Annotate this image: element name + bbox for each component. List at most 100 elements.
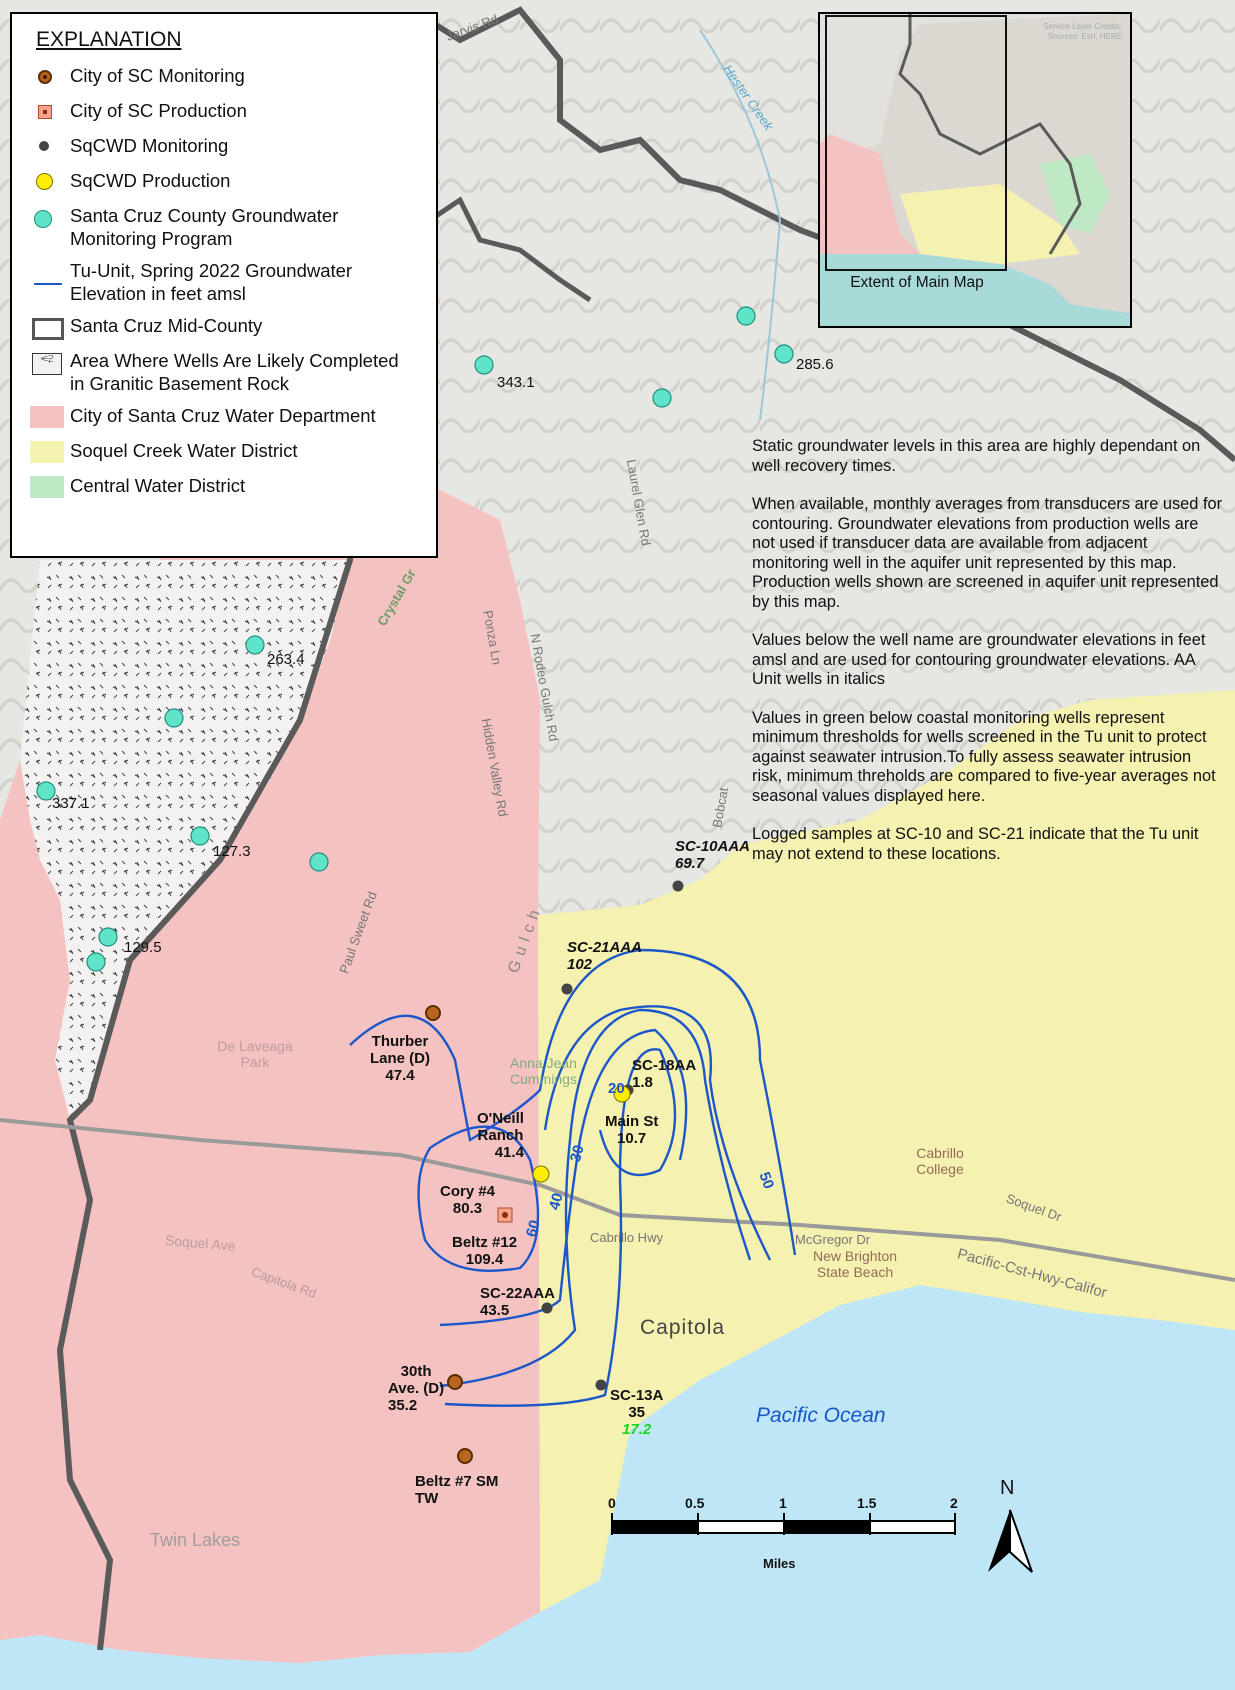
contour-20b bbox=[444, 1048, 677, 1407]
legend-item: SqCWD Monitoring bbox=[26, 134, 422, 160]
legend-panel: EXPLANATION City of SC Monitoring City o… bbox=[10, 12, 438, 558]
sqcwd-monitoring-well[interactable] bbox=[672, 880, 684, 892]
legend-item: ⥺⥻Area Where Wells Are Likely Completed … bbox=[26, 349, 422, 395]
map-notes: Static groundwater levels in this area a… bbox=[752, 437, 1224, 883]
inset-map: Service Layer Credits: Sources: Esri, HE… bbox=[818, 12, 1132, 328]
granitic-basement-area bbox=[20, 560, 350, 1120]
city-sc-production-well-dot bbox=[502, 1212, 508, 1218]
county-well[interactable] bbox=[474, 355, 494, 375]
road-label-mcgregor: McGregor Dr bbox=[795, 1232, 871, 1247]
place-new-brighton: New Brighton State Beach bbox=[812, 1248, 898, 1280]
county-well[interactable] bbox=[36, 781, 56, 801]
sqcwd-monitoring-well[interactable] bbox=[561, 983, 573, 995]
legend-item: Santa Cruz Mid-County bbox=[26, 314, 422, 340]
scale-tick: 1.5 bbox=[857, 1495, 877, 1511]
county-well[interactable] bbox=[309, 852, 329, 872]
contour-line-icon bbox=[34, 283, 62, 285]
county-well[interactable] bbox=[86, 952, 106, 972]
inset-map-graphic bbox=[820, 14, 1130, 326]
scale-tick: 1 bbox=[779, 1495, 787, 1511]
north-label: N bbox=[1000, 1477, 1015, 1499]
sqcwd-production-well[interactable] bbox=[613, 1085, 631, 1103]
county-well[interactable] bbox=[245, 635, 265, 655]
note-paragraph: Static groundwater levels in this area a… bbox=[752, 437, 1201, 475]
sqcwd-monitoring-well[interactable] bbox=[541, 1302, 553, 1314]
gray-dot-icon bbox=[39, 141, 49, 151]
note-paragraph: Logged samples at SC-10 and SC-21 indica… bbox=[752, 825, 1199, 863]
county-value-343: 343.1 bbox=[497, 374, 535, 391]
scale-tick: 2 bbox=[950, 1495, 958, 1511]
soquel-creek-district-area bbox=[538, 690, 1235, 1612]
road-label-cabrillo: Cabrillo Hwy bbox=[590, 1230, 663, 1245]
yellow-fill-icon bbox=[30, 441, 64, 463]
city-sc-monitoring-well[interactable] bbox=[457, 1448, 473, 1464]
cyan-dot-icon bbox=[34, 210, 52, 228]
creek bbox=[699, 29, 782, 421]
pacific-ocean-area bbox=[0, 1285, 1235, 1690]
legend-item: City of Santa Cruz Water Department bbox=[26, 404, 422, 430]
legend-item: SqCWD Production bbox=[26, 169, 422, 195]
north-arrow bbox=[988, 1509, 1033, 1573]
scale-tick: 0 bbox=[608, 1495, 616, 1511]
sqcwd-monitoring-well[interactable] bbox=[595, 1379, 607, 1391]
contour-label-20: 20 bbox=[608, 1080, 625, 1097]
legend-title: EXPLANATION bbox=[36, 28, 182, 51]
mid-county-boundary-inner bbox=[428, 196, 592, 303]
legend-item: Soquel Creek Water District bbox=[26, 439, 422, 465]
note-paragraph: Values below the well name are groundwat… bbox=[752, 631, 1206, 688]
mid-county-boundary-west bbox=[56, 229, 403, 1651]
green-fill-icon bbox=[30, 476, 64, 498]
county-value-127: 127.3 bbox=[213, 843, 251, 860]
scale-unit: Miles bbox=[763, 1556, 796, 1571]
county-value-337: 337.1 bbox=[52, 795, 90, 812]
yellow-dot-icon bbox=[36, 173, 53, 190]
place-anna-jean: Anna Jean Cummings bbox=[510, 1055, 577, 1087]
county-well[interactable] bbox=[98, 927, 118, 947]
city-sc-monitoring-well[interactable] bbox=[425, 1005, 441, 1021]
county-well[interactable] bbox=[652, 388, 672, 408]
pink-fill-icon bbox=[30, 406, 64, 428]
note-paragraph: Values in green below coastal monitoring… bbox=[752, 708, 1216, 805]
place-cabrillo-college: Cabrillo College bbox=[916, 1145, 964, 1177]
note-paragraph: When available, monthly averages from tr… bbox=[752, 495, 1223, 611]
county-value-285: 285.6 bbox=[796, 356, 834, 373]
contour-lines bbox=[349, 948, 797, 1407]
inset-credit: Service Layer Credits: Sources: Esri, HE… bbox=[1043, 22, 1122, 41]
mid-county-boundary bbox=[418, 6, 1235, 463]
county-well[interactable] bbox=[190, 826, 210, 846]
contour-40 bbox=[543, 1005, 772, 1261]
scale-bar bbox=[611, 1513, 956, 1535]
county-well[interactable] bbox=[736, 306, 756, 326]
legend-item: Central Water District bbox=[26, 474, 422, 500]
county-value-129: 129.5 bbox=[124, 939, 162, 956]
place-twin-lakes: Twin Lakes bbox=[150, 1530, 241, 1550]
place-pacific-ocean: Pacific Ocean bbox=[756, 1404, 886, 1427]
brown-dot-icon bbox=[38, 70, 52, 84]
boundary-box-icon bbox=[32, 318, 64, 340]
contour-50 bbox=[349, 948, 797, 1256]
county-well[interactable] bbox=[774, 344, 794, 364]
highway-1 bbox=[0, 1118, 1235, 1282]
county-value-263: 263.4 bbox=[267, 651, 305, 668]
legend-item: Tu-Unit, Spring 2022 Groundwater Elevati… bbox=[26, 259, 422, 305]
county-well[interactable] bbox=[164, 708, 184, 728]
scale-tick: 0.5 bbox=[685, 1495, 705, 1511]
sqcwd-production-well[interactable] bbox=[532, 1165, 550, 1183]
legend-item: Santa Cruz County Groundwater Monitoring… bbox=[26, 204, 422, 250]
city-sc-monitoring-well[interactable] bbox=[447, 1374, 463, 1390]
place-capitola: Capitola bbox=[640, 1316, 726, 1339]
contour-30 bbox=[439, 1008, 752, 1388]
orange-square-icon bbox=[38, 105, 52, 119]
contour-60 bbox=[417, 1125, 540, 1272]
